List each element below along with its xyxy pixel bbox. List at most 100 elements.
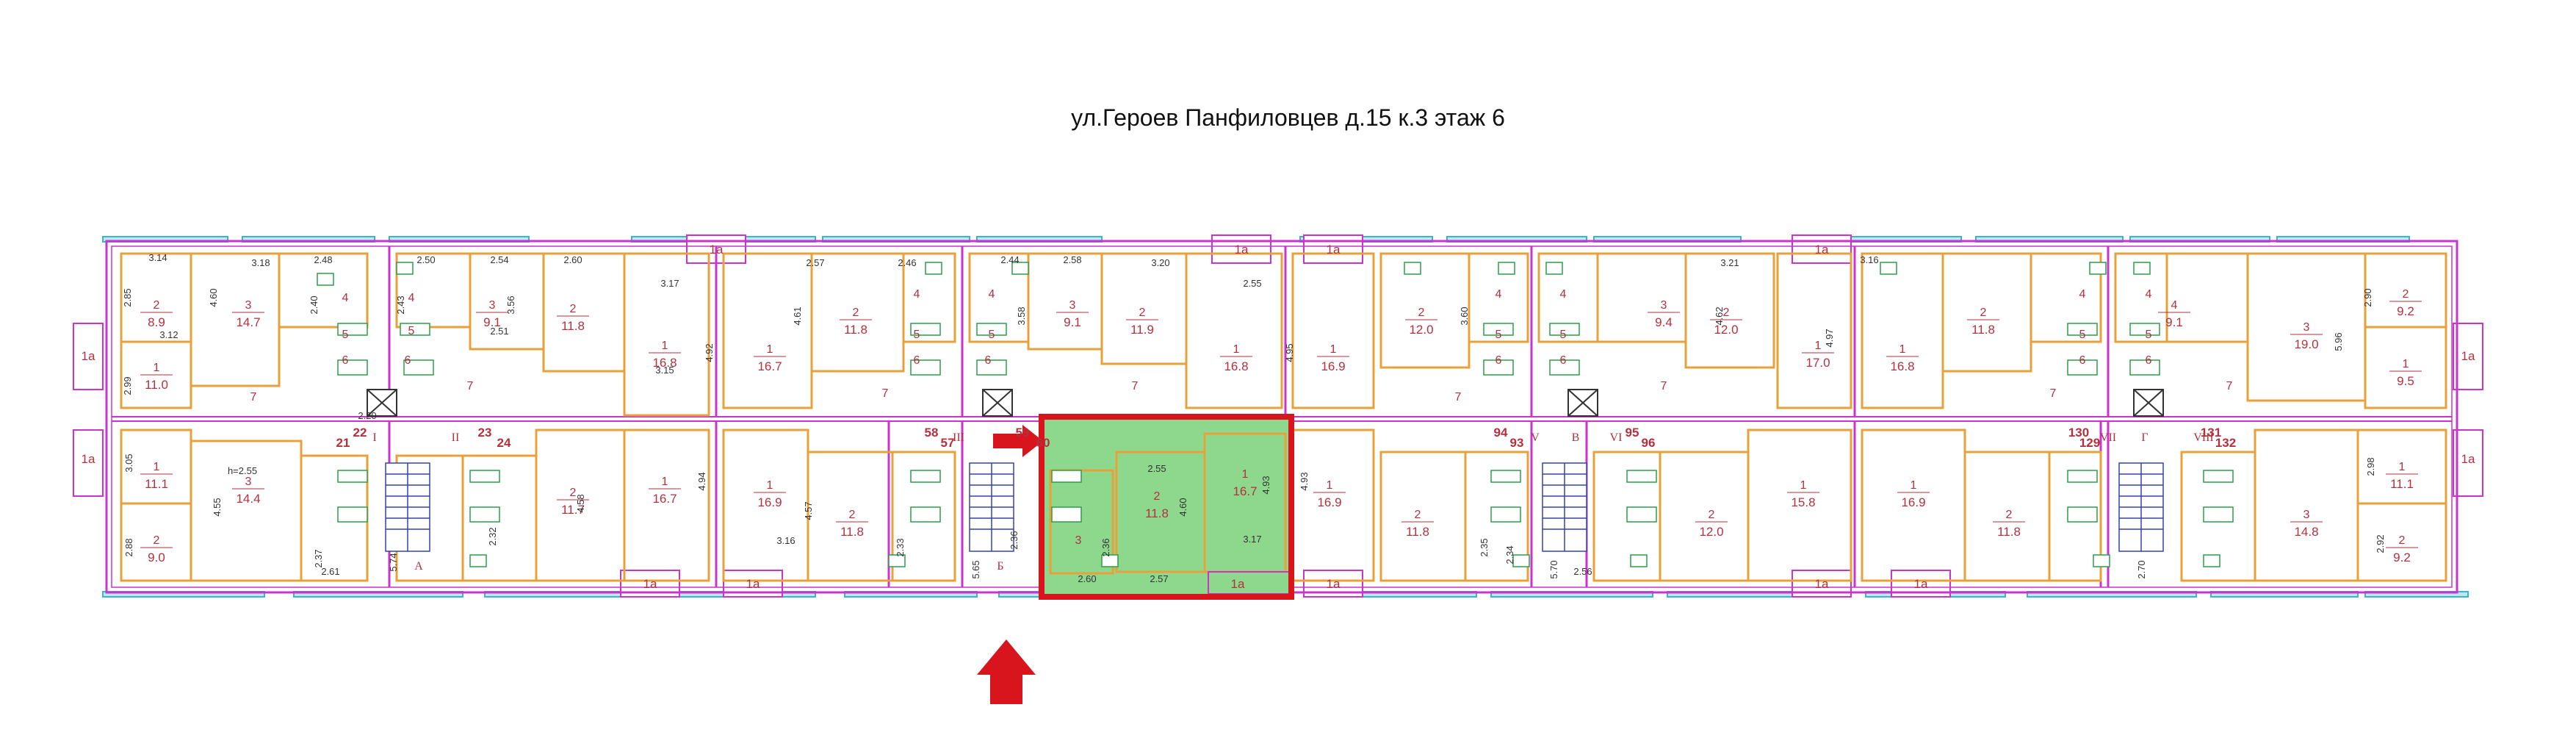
service-room-label: 5 [1496, 329, 1502, 341]
room-number: 1 [1330, 343, 1337, 356]
room-number: 3 [1661, 299, 1667, 312]
service-room-label: 5 [408, 325, 415, 337]
service-room-label: 5 [914, 329, 920, 341]
stove-icon [2067, 359, 2098, 376]
highlighted-dimension: 3.17 [1243, 534, 1261, 545]
toilet-icon [925, 262, 942, 275]
room-number: 1 [1899, 343, 1906, 356]
service-room-label: 5 [2079, 329, 2086, 341]
room-area: 16.9 [1317, 495, 1341, 509]
stair-numeral: VI [1610, 431, 1623, 444]
room-area: 11.0 [145, 378, 168, 392]
room-area: 16.8 [1224, 359, 1248, 373]
room-number: 2 [2006, 509, 2013, 521]
stair-letter: Г [2141, 431, 2148, 444]
sink-icon [1880, 262, 1897, 275]
service-room-label: 4 [408, 292, 415, 304]
service-room-label: 7 [1455, 391, 1462, 404]
toilet-icon-group [317, 262, 2234, 567]
highlighted-flat [1039, 414, 1294, 600]
toilet-icon [317, 273, 334, 286]
dimension-label: 2.99 [122, 376, 133, 395]
room-number: 1 [662, 340, 668, 352]
dimension-label: 4.93 [1299, 472, 1310, 490]
service-room-label: 7 [250, 391, 257, 404]
dimension-label: 2.37 [313, 549, 324, 567]
dimension-label: 4.97 [1824, 329, 1835, 347]
room-area: 16.8 [1890, 359, 1914, 373]
balcony-label: 1а [1815, 243, 1829, 257]
service-room-label: 6 [985, 354, 992, 367]
service-room-label: 6 [405, 354, 411, 367]
toilet-icon [1101, 554, 1119, 567]
ceiling-height-label: h=2.55 [228, 465, 257, 476]
dimension-label: 2.61 [321, 566, 339, 577]
dimension-label: 4.55 [212, 498, 223, 516]
room-number: 2 [1980, 306, 1987, 319]
toilet-icon [888, 554, 906, 567]
room-area: 9.4 [1655, 315, 1673, 329]
bath-icon [1626, 470, 1657, 483]
shaft-icon [1567, 389, 1598, 417]
bath-icon [1549, 323, 1580, 336]
room-area: 11.7 [561, 503, 585, 517]
stove-icon [910, 506, 941, 523]
room-area: 11.8 [561, 319, 585, 333]
dimension-label: 2.48 [314, 254, 332, 265]
room-number: 3 [245, 476, 252, 488]
dimension-label: 4.92 [704, 343, 715, 362]
stair-icon-group [385, 462, 2164, 552]
room-number: 2 [853, 306, 859, 319]
toilet-icon [2203, 554, 2220, 567]
room-number: 1 [767, 343, 773, 356]
stair-letter: В [1572, 431, 1580, 444]
right-arrow-icon [993, 425, 1043, 457]
stair-letter: А [414, 560, 423, 573]
highlighted-dimension: 4.93 [1260, 476, 1271, 494]
balcony-label: 1а [82, 349, 95, 363]
dimension-label: 2.46 [898, 257, 916, 268]
bath-icon [2067, 323, 2098, 336]
service-room-label: 4 [914, 288, 920, 301]
room-number: 1 [154, 362, 160, 374]
dimension-label: 3.18 [251, 257, 270, 268]
sink-icon [396, 262, 414, 275]
bath-icon [1483, 323, 1514, 336]
dimension-label: 3.20 [1151, 257, 1169, 268]
bath-icon [976, 323, 1007, 336]
stair-numeral: VII [2100, 431, 2116, 444]
dimension-label: 5.70 [1548, 560, 1559, 578]
stove-icon [1483, 359, 1514, 376]
service-room-label: 7 [1132, 380, 1139, 392]
room-area: 8.9 [148, 315, 165, 329]
toilet-icon [1545, 262, 1563, 275]
room-area: 12.0 [1699, 525, 1723, 539]
flat-number: 24 [497, 436, 511, 450]
balcony-label: 1а [2461, 349, 2475, 363]
room-area: 9.1 [1064, 315, 1081, 329]
flat-number: 96 [1642, 436, 1656, 450]
flat-number: 132 [2215, 436, 2236, 450]
dimension-label: 5.96 [2333, 332, 2344, 351]
stove-icon [2129, 359, 2160, 376]
room-area: 11.8 [1971, 323, 1995, 337]
flat-number: 21 [336, 436, 350, 450]
highlighted-dimension: 2.36 [1100, 538, 1111, 556]
room-number: 2 [1415, 509, 1421, 521]
flat-number: 129 [2079, 436, 2100, 450]
stair-numeral: I [372, 431, 376, 444]
dimension-label: 2.32 [487, 527, 498, 545]
bath-icon [2067, 470, 2098, 483]
room-number: 2 [154, 534, 160, 547]
dimension-label: 3.05 [123, 453, 134, 472]
dimension-label: 3.14 [148, 252, 167, 263]
room-number: 2 [570, 487, 577, 499]
room-number: 2 [1139, 306, 1146, 319]
room-area: 16.9 [1321, 359, 1345, 373]
service-room-label: 5 [989, 329, 995, 341]
flat-number: 22 [353, 426, 367, 440]
room-area: 9.0 [148, 551, 165, 564]
dimension-label: 2.54 [490, 254, 508, 265]
dimension-label: 4.95 [1284, 343, 1295, 362]
dimension-label: 4.94 [696, 472, 707, 490]
